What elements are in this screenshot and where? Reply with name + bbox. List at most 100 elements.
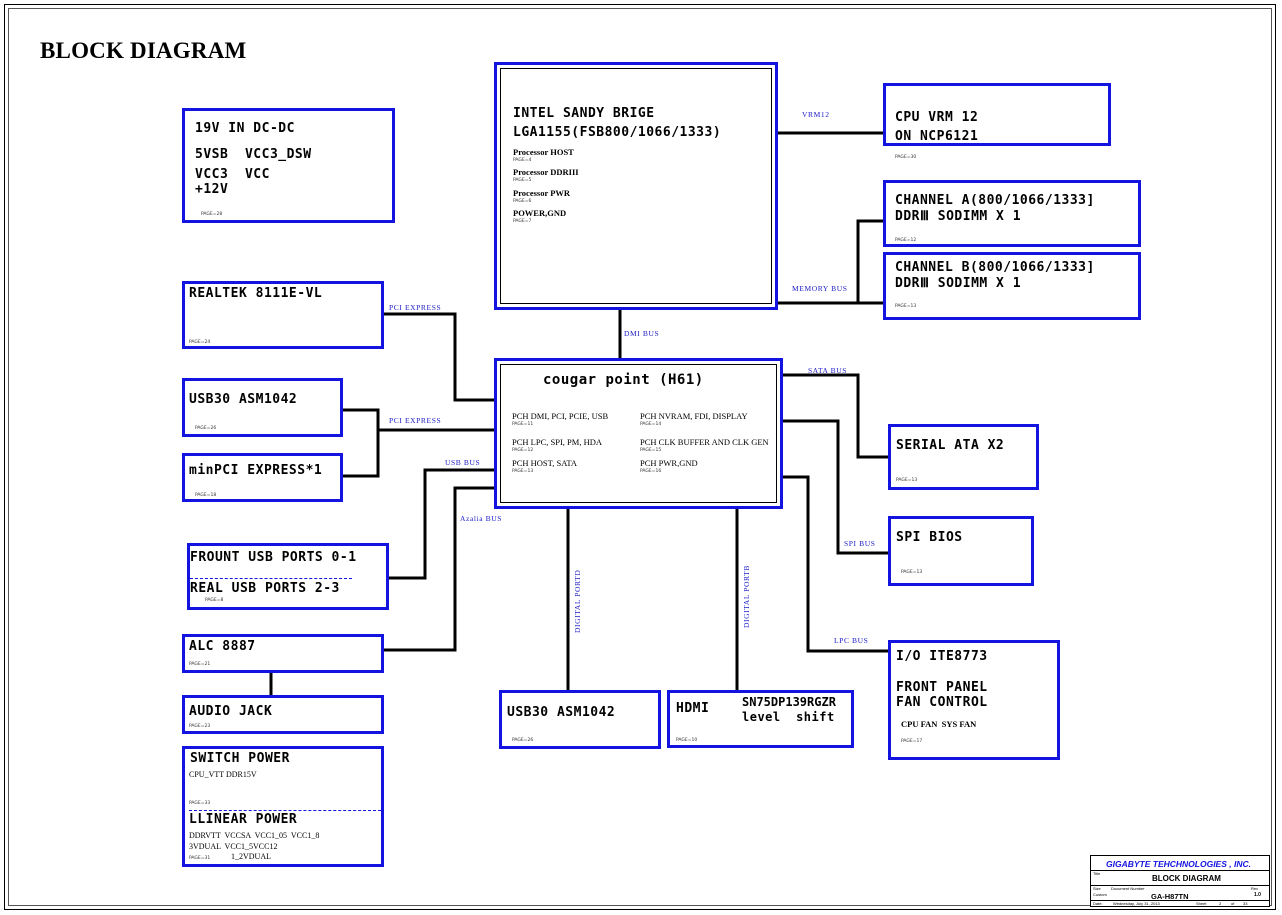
tb-sheets: 33 <box>1243 901 1248 906</box>
cpu-sub-host: Processor HOST <box>513 147 574 157</box>
linear-power-rails3: 1_2VDUAL <box>231 852 271 861</box>
bus-label-lpc: LPC BUS <box>834 636 869 645</box>
page-title: BLOCK DIAGRAM <box>40 38 247 63</box>
pch-sub-dmi-page: PAGE=11 <box>512 422 534 427</box>
pch-sub-clk-page: PAGE=15 <box>640 448 662 453</box>
spi-bios-page: PAGE=13 <box>901 570 923 575</box>
drawing-inner-frame <box>8 8 1272 906</box>
realtek-page: PAGE=24 <box>189 340 211 345</box>
channel-b-line2: DDRⅢ SODIMM X 1 <box>895 276 1022 291</box>
cpu-sub-gnd-page: PAGE=7 <box>513 219 532 224</box>
bus-label-digital-portd: DIGITAL PORTD <box>573 569 582 633</box>
io-page: PAGE=17 <box>901 739 923 744</box>
pch-sub-lpc-page: PAGE=12 <box>512 448 534 453</box>
pch-sub-nvram: PCH NVRAM, FDI, DISPLAY <box>640 411 748 421</box>
channel-a-page: PAGE=12 <box>895 238 917 243</box>
io-fans: CPU FAN SYS FAN <box>901 719 977 729</box>
wire-lpc-bus <box>780 475 890 653</box>
dcdc-line3: VCC3 VCC <box>195 167 270 182</box>
cpu-sub-pwr-page: PAGE=6 <box>513 199 532 204</box>
tb-rev-label: Rev <box>1251 886 1259 891</box>
tb-size-label: Size <box>1093 886 1101 891</box>
switch-power-rails: CPU_VTT DDR15V <box>189 770 257 779</box>
io-line1: I/O ITE8773 <box>896 649 988 664</box>
pch-block: cougar point (H61) PCH DMI, PCI, PCIE, U… <box>494 358 783 509</box>
cpu-inner-border <box>500 68 772 304</box>
sata-label: SERIAL ATA X2 <box>896 438 1005 453</box>
usb30-a-label: USB30 ASM1042 <box>189 392 298 407</box>
dcdc-line4: +12V <box>195 182 229 197</box>
pch-sub-host: PCH HOST, SATA <box>512 458 578 468</box>
wire-spi-bus <box>780 419 890 555</box>
vrm-page: PAGE=30 <box>895 155 917 160</box>
tb-docnum: GA-H87TN <box>1151 892 1189 901</box>
tb-size: Custom <box>1093 892 1107 897</box>
usb-ports-line2: REAL USB PORTS 2-3 <box>190 581 340 596</box>
hdmi-block: HDMI SN75DP139RGZR level shift PAGE=10 <box>667 690 854 748</box>
hdmi-desc: level shift <box>742 710 835 724</box>
linear-power-page: PAGE=31 <box>189 856 211 861</box>
cpu-block: INTEL SANDY BRIGE LGA1155(FSB800/1066/13… <box>494 62 778 310</box>
alc-label: ALC 8887 <box>189 639 256 654</box>
cpu-sub-ddr-page: PAGE=5 <box>513 178 532 183</box>
audio-jack-page: PAGE=23 <box>189 724 211 729</box>
dcdc-line2: 5VSB VCC3_DSW <box>195 147 312 162</box>
tb-rule-3 <box>1091 900 1269 901</box>
usb-ports-page: PAGE=8 <box>205 598 224 603</box>
cpu-sub-gnd: POWER,GND <box>513 208 567 218</box>
tb-date-label: Date: <box>1093 901 1103 906</box>
spi-bios-label: SPI BIOS <box>896 530 963 545</box>
power-divider <box>189 810 381 811</box>
usb30-b-page: PAGE=26 <box>512 738 534 743</box>
channel-b-block: CHANNEL B(800/1066/1333] DDRⅢ SODIMM X 1… <box>883 252 1141 320</box>
bus-label-pcie-2: PCI EXPRESS <box>389 416 442 425</box>
tb-title: BLOCK DIAGRAM <box>1152 874 1221 883</box>
channel-a-line2: DDRⅢ SODIMM X 1 <box>895 209 1022 224</box>
switch-power-page: PAGE=33 <box>189 801 211 806</box>
company-name: GIGABYTE TEHCHNOLOGIES , INC. <box>1106 859 1251 869</box>
bus-label-sata: SATA BUS <box>808 366 848 375</box>
audio-jack-block: AUDIO JACK PAGE=23 <box>182 695 384 734</box>
wire-memory-bus <box>777 219 885 305</box>
channel-b-line1: CHANNEL B(800/1066/1333] <box>895 260 1095 275</box>
pch-inner-border <box>500 364 777 503</box>
bus-label-spi: SPI BUS <box>844 539 876 548</box>
drawing-frame <box>4 4 1276 910</box>
tb-title-label: Title <box>1093 871 1101 876</box>
bus-label-pcie-1: PCI EXPRESS <box>389 303 442 312</box>
channel-b-page: PAGE=13 <box>895 304 917 309</box>
linear-power-rails1: DDRVTT VCCSA VCC1_05 VCC1_8 <box>189 831 320 840</box>
bus-label-dmi: DMI BUS <box>624 329 660 338</box>
usb30-b-label: USB30 ASM1042 <box>507 705 616 720</box>
tb-rule-1 <box>1091 870 1269 871</box>
hdmi-label: HDMI <box>676 701 710 716</box>
sata-page: PAGE=13 <box>896 478 918 483</box>
tb-sheet-label: Sheet <box>1196 901 1207 906</box>
bus-label-digital-portb: DIGITAL PORTB <box>742 565 751 628</box>
bus-label-memory: MEMORY BUS <box>792 284 848 293</box>
wire-pcie-realtek <box>383 312 497 402</box>
title-block: GIGABYTE TEHCHNOLOGIES , INC. Title BLOC… <box>1090 855 1270 907</box>
sata-block: SERIAL ATA X2 PAGE=13 <box>888 424 1039 490</box>
dcdc-line1: 19V IN DC-DC <box>195 121 295 136</box>
pch-sub-lpc: PCH LPC, SPI, PM, HDA <box>512 437 602 447</box>
tb-of-label: of <box>1231 901 1235 906</box>
tb-docnum-label: Document Number <box>1111 886 1145 891</box>
usb30-b-block: USB30 ASM1042 PAGE=26 <box>499 690 661 749</box>
tb-date: Wednesday, July 31, 2013 <box>1113 901 1160 906</box>
spi-bios-block: SPI BIOS PAGE=13 <box>888 516 1034 586</box>
hdmi-chip: SN75DP139RGZR <box>742 695 836 709</box>
bus-label-vrm12: VRM12 <box>802 110 830 119</box>
usb30-a-page: PAGE=26 <box>195 426 217 431</box>
linear-power-rails2: 3VDUAL VCC1_5VCC12 <box>189 842 278 851</box>
pch-sub-dmi: PCH DMI, PCI, PCIE, USB <box>512 411 609 421</box>
dcdc-page: PAGE=28 <box>201 212 223 217</box>
bus-label-usb: USB BUS <box>445 458 481 467</box>
cpu-name: INTEL SANDY BRIGE <box>513 106 655 121</box>
vrm-line2: ON NCP6121 <box>895 129 979 144</box>
linear-power-title: LLINEAR POWER <box>189 812 298 827</box>
wire-sata-bus <box>780 373 890 459</box>
minpci-page: PAGE=18 <box>195 493 217 498</box>
pch-sub-host-page: PAGE=13 <box>512 469 534 474</box>
usb-ports-divider <box>190 578 352 579</box>
